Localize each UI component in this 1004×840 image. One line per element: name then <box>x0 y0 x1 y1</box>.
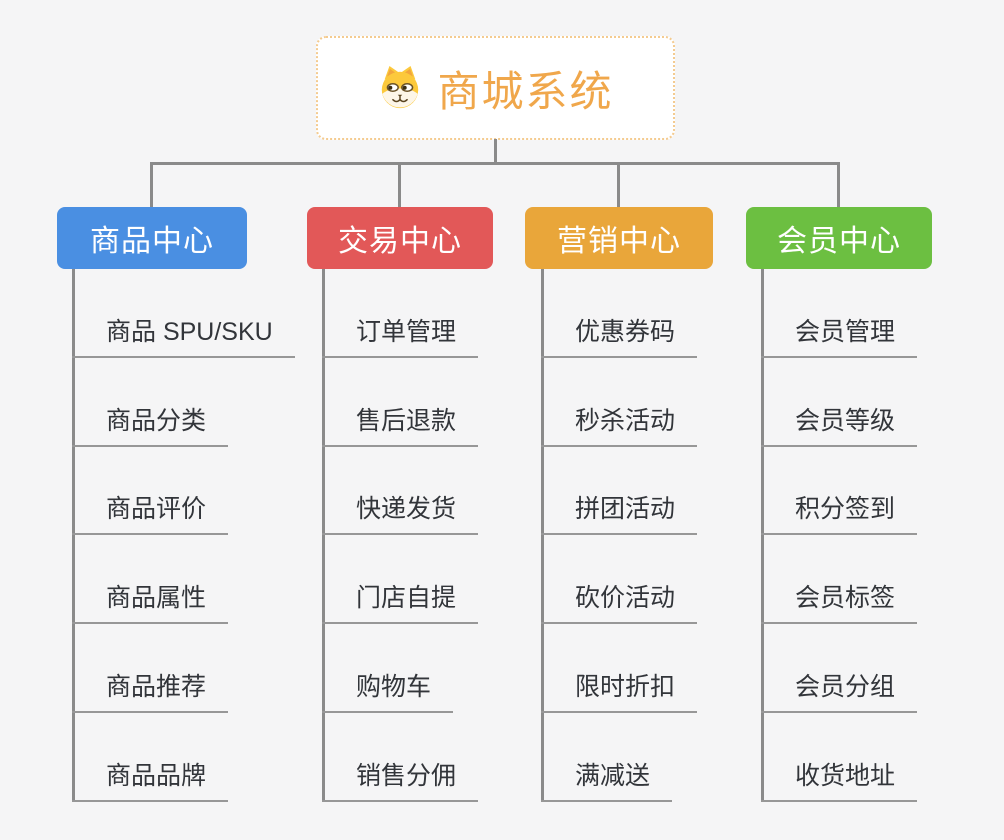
leaf-topic[interactable]: 砍价活动 <box>541 583 698 624</box>
leaf-topic[interactable]: 快递发货 <box>322 494 479 535</box>
leaf-topic[interactable]: 商品推荐 <box>72 672 229 713</box>
leaf-topic[interactable]: 门店自提 <box>322 583 479 624</box>
connector-bus <box>150 162 840 165</box>
leaf-topic[interactable]: 秒杀活动 <box>541 406 698 447</box>
leaf-topic[interactable]: 拼团活动 <box>541 494 698 535</box>
leaf-topic[interactable]: 优惠券码 <box>541 317 698 358</box>
branch-header-product-center[interactable]: 商品中心 <box>57 207 247 269</box>
leaf-topic[interactable]: 会员管理 <box>761 317 918 358</box>
root-title: 商城系统 <box>437 67 614 115</box>
leaf-topic[interactable]: 订单管理 <box>322 317 479 358</box>
leaf-topic[interactable]: 购物车 <box>322 672 454 713</box>
leaf-topic[interactable]: 会员分组 <box>761 672 918 713</box>
leaf-topic[interactable]: 积分签到 <box>761 494 918 535</box>
leaf-topic[interactable]: 会员标签 <box>761 583 918 624</box>
leaf-topic[interactable]: 商品属性 <box>72 583 229 624</box>
dog-face-icon <box>382 65 419 109</box>
connector-drop <box>837 162 840 208</box>
connector-root-stem <box>494 139 497 163</box>
connector-spine <box>322 268 325 802</box>
leaf-topic[interactable]: 商品分类 <box>72 406 229 447</box>
branch-header-marketing-center[interactable]: 营销中心 <box>525 207 713 269</box>
connector-spine <box>761 268 764 802</box>
leaf-topic[interactable]: 售后退款 <box>322 406 479 447</box>
leaf-topic[interactable]: 销售分佣 <box>322 761 479 802</box>
branch-header-member-center[interactable]: 会员中心 <box>746 207 932 269</box>
leaf-topic[interactable]: 会员等级 <box>761 406 918 447</box>
connector-drop <box>398 162 401 208</box>
leaf-topic[interactable]: 商品品牌 <box>72 761 229 802</box>
leaf-topic[interactable]: 商品 SPU/SKU <box>72 317 295 358</box>
branch-header-trade-center[interactable]: 交易中心 <box>307 207 493 269</box>
connector-drop <box>150 162 153 208</box>
leaf-topic[interactable]: 商品评价 <box>72 494 229 535</box>
leaf-topic[interactable]: 满减送 <box>541 761 673 802</box>
connector-drop <box>617 162 620 208</box>
connector-spine <box>541 268 544 802</box>
root-node[interactable]: 商城系统 <box>316 36 675 140</box>
leaf-topic[interactable]: 收货地址 <box>761 761 918 802</box>
leaf-topic[interactable]: 限时折扣 <box>541 672 698 713</box>
connector-spine <box>72 268 75 802</box>
